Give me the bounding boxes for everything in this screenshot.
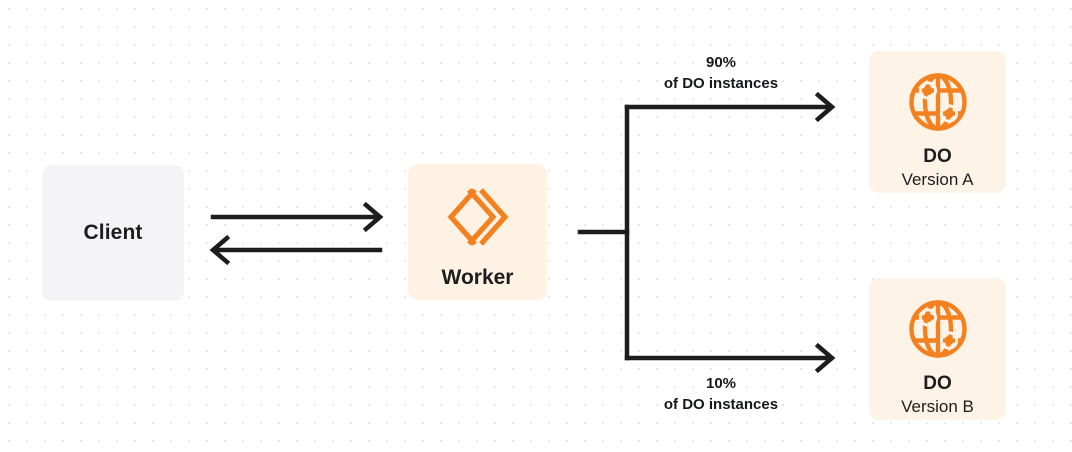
node-worker-label: Worker bbox=[441, 266, 514, 289]
arrowhead-to-do-b bbox=[814, 342, 836, 374]
node-do-b-label: DO bbox=[923, 373, 952, 394]
node-do-a-label: DO bbox=[923, 146, 952, 167]
node-do-b-sublabel: Version B bbox=[901, 396, 974, 416]
arrowhead-to-do-a bbox=[814, 91, 836, 123]
edge-label-top-description: of DO instances bbox=[663, 75, 779, 93]
arrowhead-client-to-worker bbox=[362, 201, 384, 233]
edge-label-bottom: 10% of DO instances bbox=[611, 373, 831, 416]
node-do-version-a[interactable]: DO Version A bbox=[869, 51, 1006, 193]
edge-label-top-percent: 90% bbox=[705, 54, 737, 71]
durable-object-globe-icon bbox=[907, 71, 969, 133]
edge-label-bottom-percent: 10% bbox=[705, 375, 737, 392]
node-client[interactable]: Client bbox=[42, 165, 184, 301]
edge-label-bottom-description: of DO instances bbox=[663, 396, 779, 414]
edge-label-top: 90% of DO instances bbox=[611, 52, 831, 95]
durable-object-globe-icon bbox=[907, 298, 969, 360]
arrowhead-worker-to-client bbox=[209, 234, 231, 266]
node-worker[interactable]: Worker bbox=[408, 164, 547, 300]
node-client-label: Client bbox=[83, 221, 143, 244]
node-do-a-sublabel: Version A bbox=[901, 169, 974, 189]
cloudflare-workers-icon bbox=[445, 186, 511, 248]
node-do-version-b[interactable]: DO Version B bbox=[869, 278, 1006, 420]
